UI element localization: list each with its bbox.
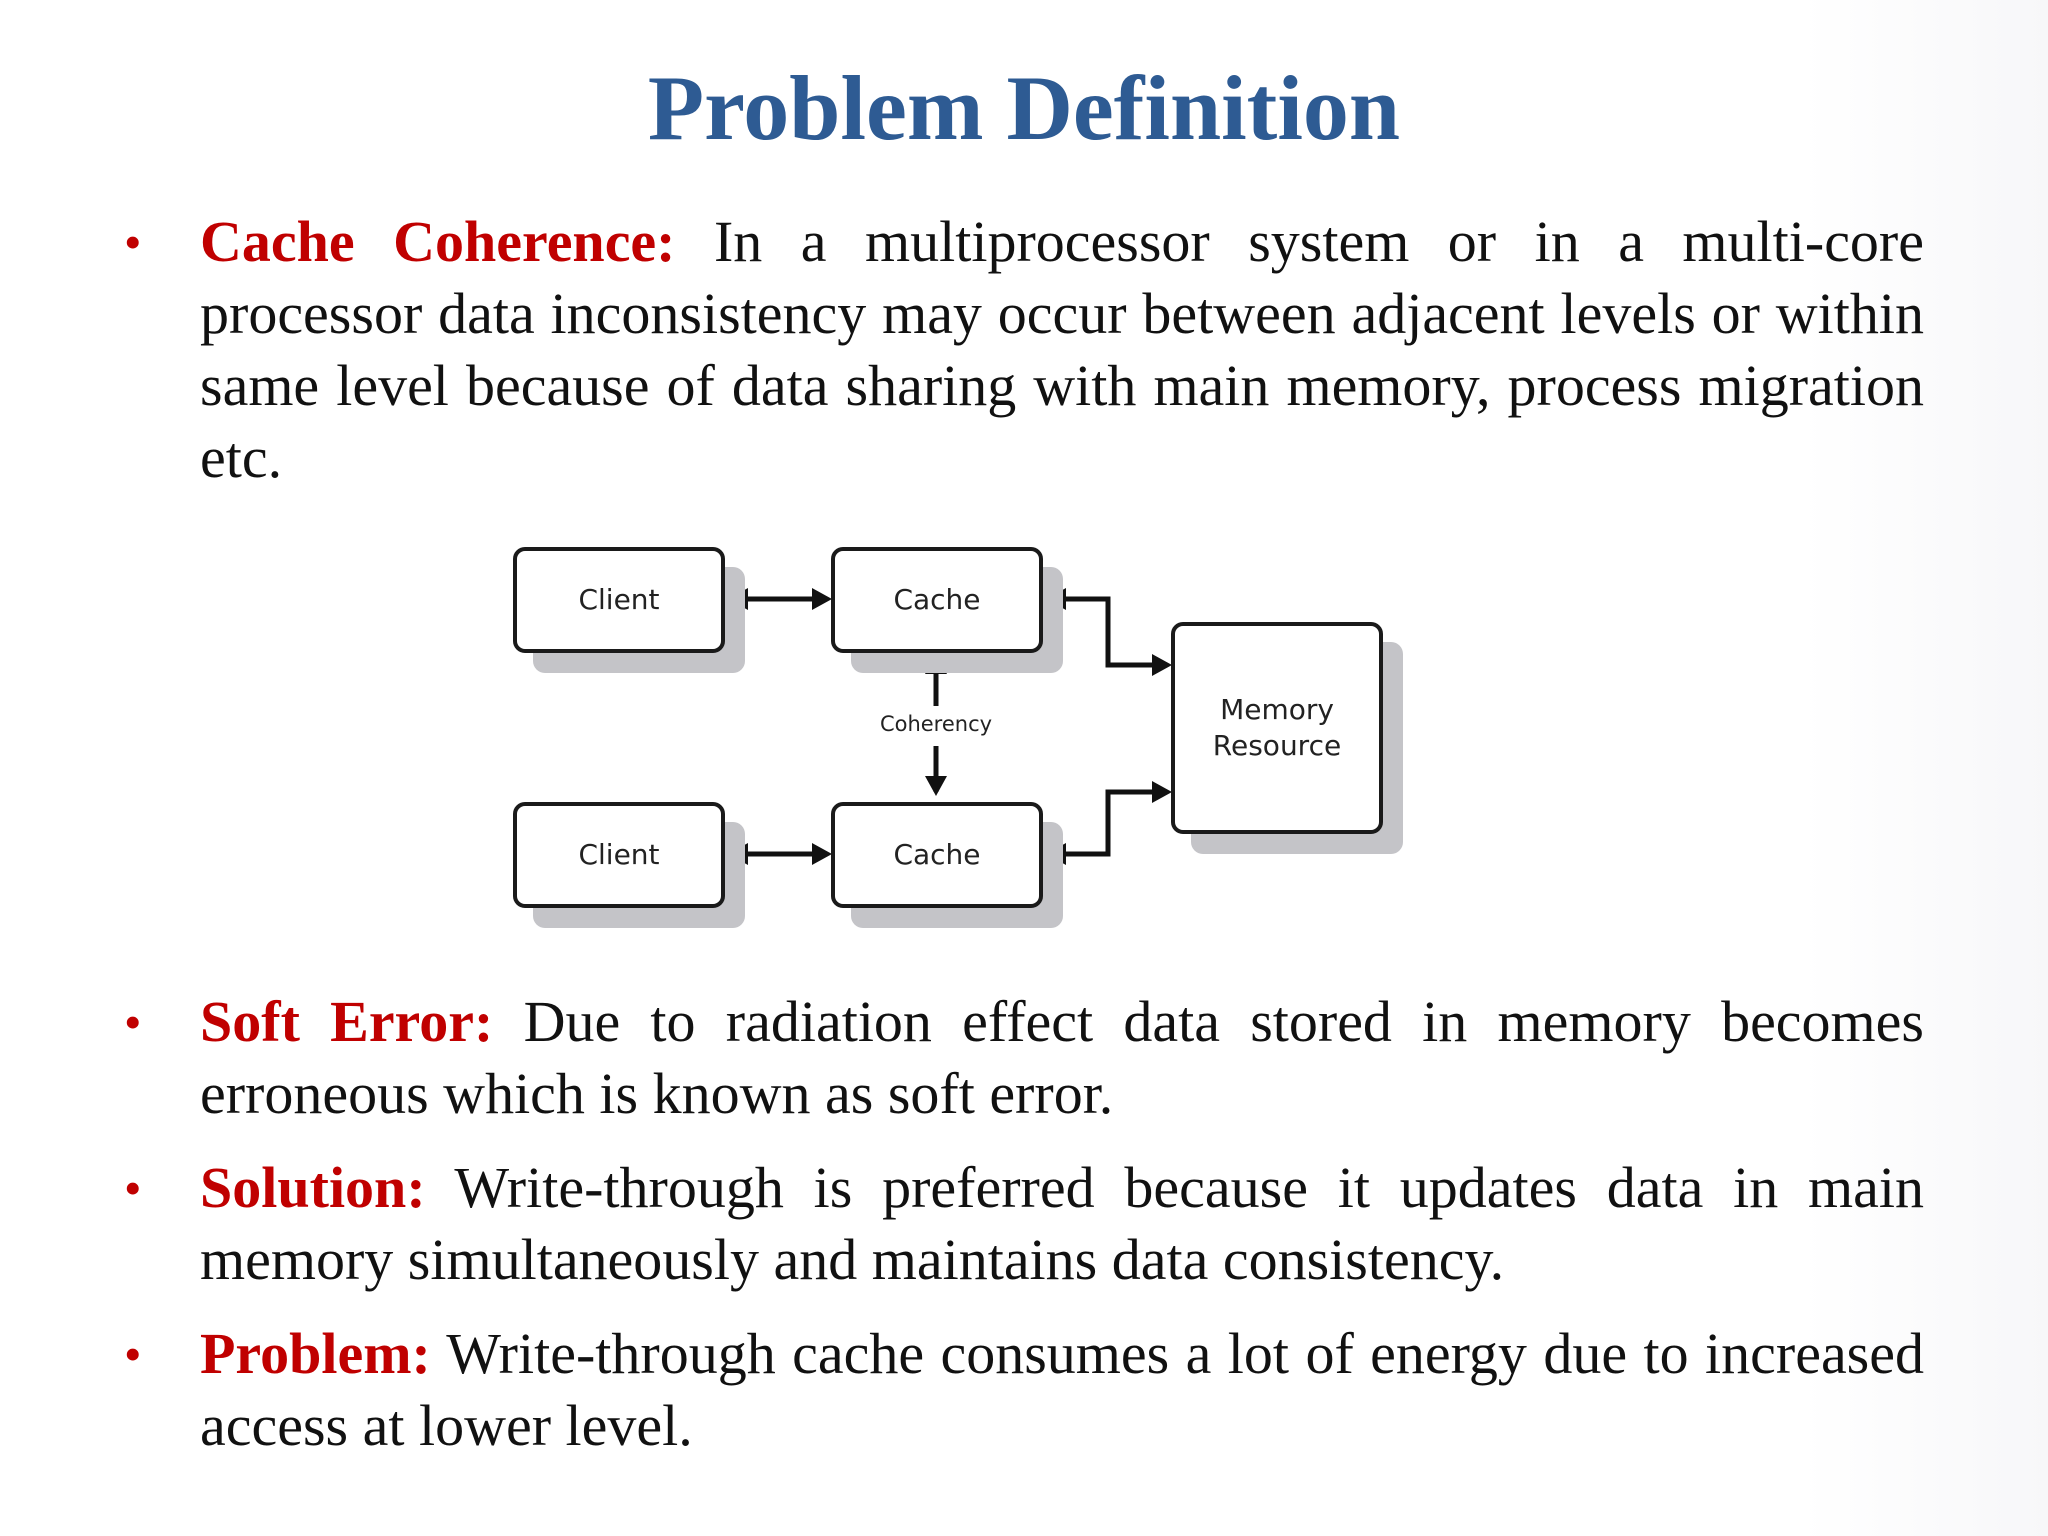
arrow-client-cache-bottom <box>728 843 832 865</box>
cache-label: Cache <box>893 583 981 616</box>
bullet-soft-error: • Soft Error: Due to radiation effect da… <box>124 986 1924 1130</box>
cache-box-top: Cache <box>831 547 1043 653</box>
cache-label: Cache <box>893 838 981 871</box>
cache-box-bottom: Cache <box>831 802 1043 908</box>
cache-coherence-diagram: Client Cache Client Cache Memory Resourc… <box>500 530 1440 950</box>
bullet-text: Due to radiation effect data stored in m… <box>200 989 1924 1126</box>
bullet-term: Cache Coherence: <box>200 209 676 274</box>
resource-label: Resource <box>1212 729 1342 762</box>
arrow-cache-memory-bottom <box>1046 781 1172 865</box>
bullet-text: Write-through cache consumes a lot of en… <box>200 1321 1924 1458</box>
bullet-solution: • Solution: Write-through is preferred b… <box>124 1152 1924 1296</box>
arrow-client-cache-top <box>728 588 832 610</box>
client-box-top: Client <box>513 547 725 653</box>
bullet-term: Solution: <box>200 1155 426 1220</box>
slide-title: Problem Definition <box>647 57 1401 159</box>
bullet-marker: • <box>124 994 142 1050</box>
coherency-label: Coherency <box>879 712 993 736</box>
client-label: Client <box>578 583 660 616</box>
memory-label: Memory <box>1220 693 1334 726</box>
arrow-cache-memory-top <box>1046 588 1172 676</box>
diagram-arrows <box>728 588 1172 865</box>
bullet-marker: • <box>124 1160 142 1216</box>
bullet-text: In a multiprocessor system or in a multi… <box>200 209 1924 490</box>
memory-resource-box: Memory Resource <box>1171 622 1383 834</box>
bullet-cache-coherence: • Cache Coherence: In a multiprocessor s… <box>124 206 1924 494</box>
bullet-marker: • <box>124 214 142 270</box>
bullet-term: Soft Error: <box>200 989 494 1054</box>
client-box-bottom: Client <box>513 802 725 908</box>
bullet-problem: • Problem: Write-through cache consumes … <box>124 1318 1924 1462</box>
arrow-coherency <box>925 654 947 796</box>
bullet-marker: • <box>124 1326 142 1382</box>
client-label: Client <box>578 838 660 871</box>
bullet-term: Problem: <box>200 1321 431 1386</box>
bullet-text: Write-through is preferred because it up… <box>200 1155 1924 1292</box>
